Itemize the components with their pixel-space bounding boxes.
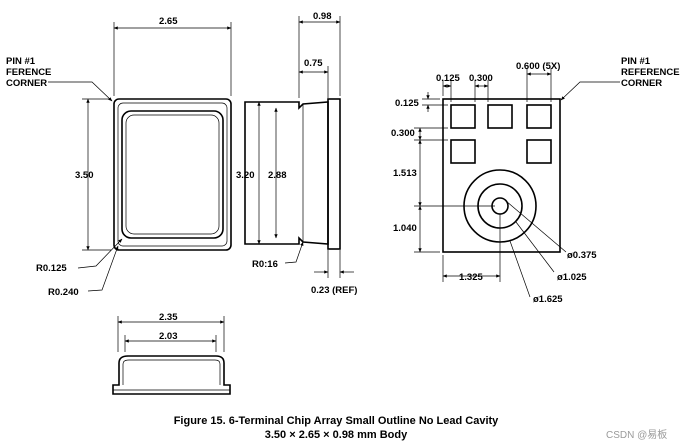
d1-leader <box>505 200 567 253</box>
front-width-label: 2.65 <box>159 16 178 27</box>
pad-5 <box>526 139 552 164</box>
side-radius-label: R0:16 <box>252 259 278 270</box>
end-inner-label: 2.03 <box>159 331 178 342</box>
d2-leader <box>515 221 555 273</box>
front-r-outer-label: R0.240 <box>48 287 79 298</box>
side-body-outline <box>244 101 329 245</box>
end-body-outline <box>112 355 231 395</box>
pad-3 <box>526 104 552 129</box>
pad-2 <box>487 104 513 129</box>
bottom-pad-gap-label: 0.300 <box>469 73 493 84</box>
side-height-outer-label: 3.20 <box>236 170 255 181</box>
bottom-pad-w-label: 0.125 <box>436 73 460 84</box>
end-view: 2.35 2.03 <box>112 312 231 395</box>
front-pin-label-3: CORNER <box>6 78 47 89</box>
bottom-1513-label: 1.513 <box>393 168 417 179</box>
bottom-pin-label-3: CORNER <box>621 78 662 89</box>
bottom-view: PIN #1 REFERENCE CORNER 0.125 0.300 0.60… <box>391 56 680 305</box>
front-r-inner-leader <box>77 238 123 269</box>
front-body-inner-outline <box>117 102 228 247</box>
pad-1 <box>450 104 476 129</box>
side-lid <box>327 98 341 250</box>
front-pin-label-1: PIN #1 <box>6 56 36 67</box>
front-r-inner-label: R0.125 <box>36 263 67 274</box>
front-r-outer-leader <box>87 245 119 292</box>
figure-caption-line1: Figure 15. 6-Terminal Chip Array Small O… <box>174 415 499 427</box>
side-ref-label: 0.23 (REF) <box>311 285 357 296</box>
bottom-pitch-label: 0.600 (5X) <box>516 61 560 72</box>
side-step-label: 0.75 <box>304 58 323 69</box>
side-view: 0.98 0.75 3.20 2.88 R0:16 0.23 (REF) <box>236 11 357 296</box>
side-radius-leader <box>284 241 304 264</box>
figure-caption-line2: 3.50 × 2.65 × 0.98 mm Body <box>265 429 408 441</box>
front-cavity-outline <box>121 110 224 239</box>
bottom-pin-label-1: PIN #1 <box>621 56 651 67</box>
side-height-inner-label: 2.88 <box>268 170 287 181</box>
front-pin-leader <box>48 81 113 102</box>
d1-label: ø0.375 <box>567 250 597 261</box>
front-cavity-inner <box>125 114 220 235</box>
front-body-outline <box>113 98 232 251</box>
pad-4 <box>450 139 476 164</box>
end-outer-label: 2.35 <box>159 312 178 323</box>
bottom-pin-label-2: REFERENCE <box>621 67 680 78</box>
bottom-1040-label: 1.040 <box>393 223 417 234</box>
bottom-1325-label: 1.325 <box>459 272 483 283</box>
bottom-pin-leader <box>560 81 620 101</box>
d3-leader <box>509 240 531 298</box>
bottom-row-gap-label: 0.300 <box>391 128 415 139</box>
end-lid-inner <box>122 359 221 385</box>
front-view: 2.65 3.50 PIN #1 FERENCE CORNER R0.125 R… <box>6 16 232 298</box>
d2-label: ø1.025 <box>557 272 587 283</box>
d3-label: ø1.625 <box>533 294 563 305</box>
watermark: CSDN @易板 <box>606 428 667 441</box>
bottom-top-offset-label: 0.125 <box>395 98 419 109</box>
front-pin-label-2: FERENCE <box>6 67 51 78</box>
front-height-label: 3.50 <box>75 170 94 181</box>
side-total-label: 0.98 <box>313 11 332 22</box>
bottom-body-outline <box>442 98 561 253</box>
